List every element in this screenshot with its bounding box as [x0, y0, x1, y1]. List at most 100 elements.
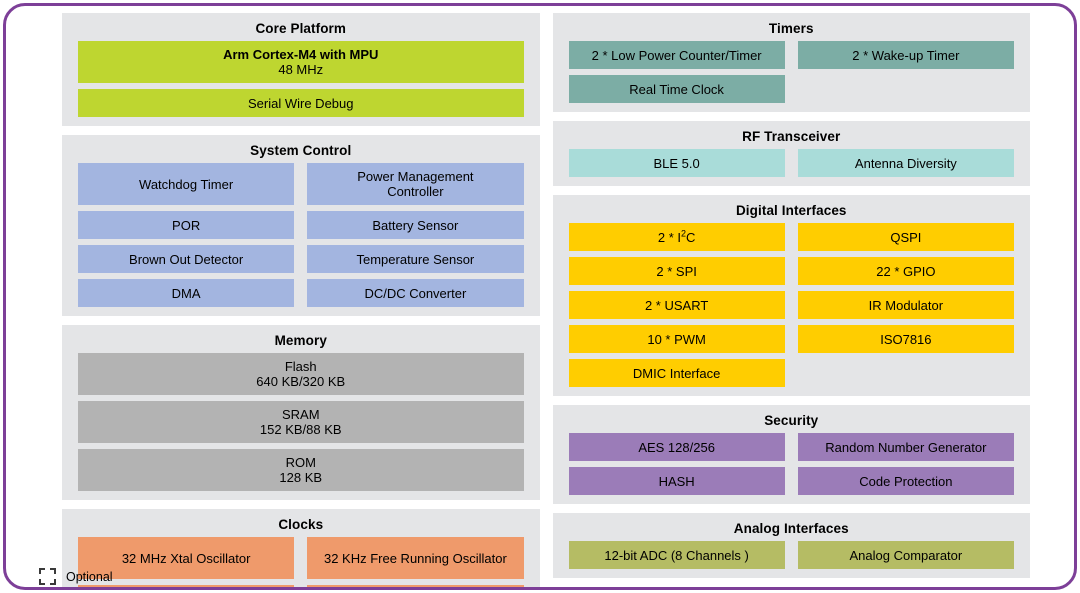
block-32-768-khz-xtal-oscillator: 32.768 KHz Xtal Oscillator: [78, 585, 295, 587]
panel-title: Core Platform: [255, 21, 347, 36]
block-2-wake-up-timer: 2 * Wake-up Timer: [797, 41, 1014, 69]
block-label: IR Modulator: [868, 297, 944, 313]
legend-label: Optional: [66, 569, 113, 584]
block-label: Battery Sensor: [372, 217, 459, 233]
block-cell: Brown Out Detector: [78, 245, 295, 273]
block-cell: Analog Comparator: [797, 541, 1014, 569]
block-cell: 2 * SPI: [568, 257, 785, 285]
block-hash: HASH: [568, 467, 785, 495]
panel-nfc-forum-type-2-tag: NFC Forum Type 2 Tag1912 Byte EEPROM7-by…: [553, 587, 1031, 590]
block-cell: Watchdog Timer: [78, 163, 295, 205]
block-row: Serial Wire Debug: [78, 89, 524, 117]
block-cell: 10 * PWM: [568, 325, 785, 353]
panel-rows: 12-bit ADC (8 Channels ) Analog Comparato…: [568, 541, 1014, 569]
block-cell: ISO7816: [797, 325, 1014, 353]
block-22-gpio: 22 * GPIO: [797, 257, 1014, 285]
block-watchdog-timer: Watchdog Timer: [78, 163, 295, 205]
block-label: 2 * Low Power Counter/Timer: [591, 47, 762, 63]
block-row: BLE 5.0 Antenna Diversity: [568, 149, 1014, 177]
block-label: Brown Out Detector: [129, 251, 244, 267]
block-12-bit-adc-8-channels: 12-bit ADC (8 Channels ): [568, 541, 785, 569]
block-label: Serial Wire Debug: [248, 95, 354, 111]
block-cell: AES 128/256: [568, 433, 785, 461]
block-label: DC/DC Converter: [364, 285, 467, 301]
panel-title: Clocks: [278, 517, 324, 532]
block-2-low-power-counter-timer: 2 * Low Power Counter/Timer: [568, 41, 785, 69]
block-ble-5-0: BLE 5.0: [568, 149, 785, 177]
block-cell: Battery Sensor: [307, 211, 524, 239]
block-label: POR: [172, 217, 201, 233]
panel-rows: BLE 5.0 Antenna Diversity: [568, 149, 1014, 177]
panel-rows: 2 * Low Power Counter/Timer 2 * Wake-up T…: [568, 41, 1014, 103]
block-label: Antenna Diversity: [854, 155, 957, 171]
block-dc-dc-converter: DC/DC Converter: [307, 279, 524, 307]
block-2-usart: 2 * USART: [568, 291, 785, 319]
block-label: Real Time Clock: [629, 81, 724, 97]
block-label: Code Protection: [859, 473, 953, 489]
block-label: 32 MHz Xtal Oscillator: [121, 550, 251, 566]
panel-title: Memory: [274, 333, 327, 348]
block-dma: DMA: [78, 279, 295, 307]
block-random-number-generator: Random Number Generator: [797, 433, 1014, 461]
block-label: 2 * Wake-up Timer: [852, 47, 960, 63]
block-cell: 32 MHz Xtal Oscillator: [78, 537, 295, 579]
panel-title: RF Transceiver: [742, 129, 841, 144]
panel-clocks: Clocks 32 MHz Xtal Oscillator 32 KHz Free …: [62, 509, 540, 587]
block-ir-modulator: IR Modulator: [797, 291, 1014, 319]
block-label: 2 * USART: [644, 297, 709, 313]
block-cell: 32.768 KHz Xtal Oscillator: [78, 585, 295, 587]
block-label: 10 * PWM: [647, 331, 706, 347]
block-code-protection: Code Protection: [797, 467, 1014, 495]
block-cell: DC/DC Converter: [307, 279, 524, 307]
block-aes-128-256: AES 128/256: [568, 433, 785, 461]
block-label: 2 * I2C: [657, 228, 696, 245]
block-sublabel: 48 MHz: [278, 62, 324, 77]
block-label: QSPI: [890, 229, 922, 245]
block-label: ISO7816: [880, 331, 932, 347]
block-cell: Real Time Clock: [568, 75, 785, 103]
block-label: BLE 5.0: [653, 155, 700, 171]
block-48-32-12-mhz: 48/32/12 MHzFree Running Oscillator: [307, 585, 524, 587]
block-label: Temperature Sensor: [356, 251, 475, 267]
block-row: 2 * I2C QSPI: [568, 223, 1014, 251]
block-cell: Antenna Diversity: [797, 149, 1014, 177]
block-sublabel: 152 KB/88 KB: [259, 422, 342, 437]
panel-title: Security: [764, 413, 819, 428]
block-cell: DMIC Interface: [568, 359, 785, 387]
block-row: 10 * PWM ISO7816: [568, 325, 1014, 353]
block-cell: 2 * Wake-up Timer: [797, 41, 1014, 69]
block-label: Flash: [284, 359, 317, 374]
block-label: DMA: [171, 285, 201, 301]
block-dmic-interface: DMIC Interface: [568, 359, 785, 387]
block-10-pwm: 10 * PWM: [568, 325, 785, 353]
block-row: POR Battery Sensor: [78, 211, 524, 239]
block-label: HASH: [658, 473, 695, 489]
block-row: 2 * SPI 22 * GPIO: [568, 257, 1014, 285]
panel-title: System Control: [250, 143, 352, 158]
block-cell: Temperature Sensor: [307, 245, 524, 273]
block-serial-wire-debug: Serial Wire Debug: [78, 89, 524, 117]
block-32-khz-free-running-oscillator: 32 KHz Free Running Oscillator: [307, 537, 524, 579]
block-real-time-clock: Real Time Clock: [568, 75, 785, 103]
